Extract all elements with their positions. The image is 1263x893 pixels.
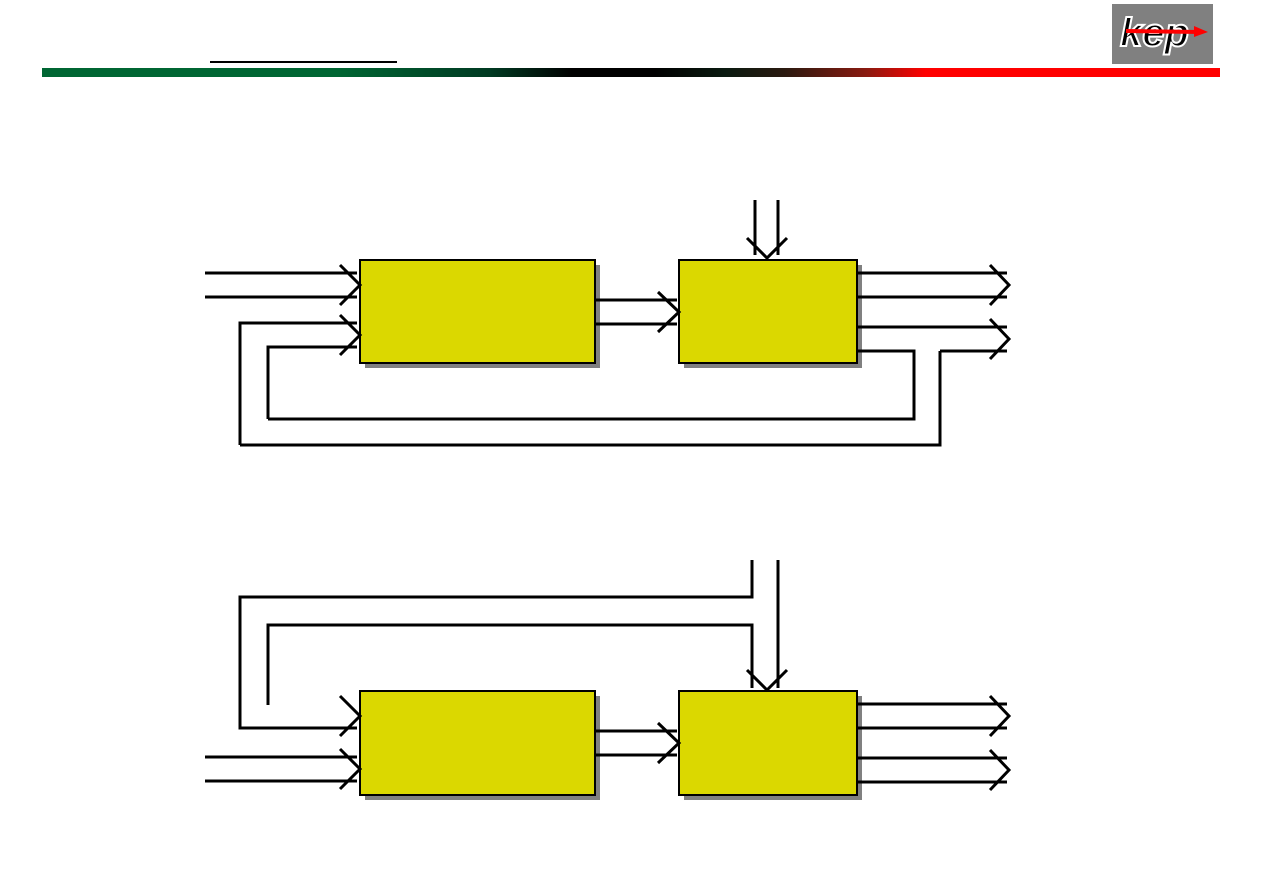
feedback-input-arrow [238, 560, 754, 738]
output-arrow-2 [857, 317, 1012, 361]
output-arrow-2 [857, 748, 1012, 792]
output-arrow-1 [857, 694, 1012, 738]
block-a [359, 259, 596, 364]
kep-logo: kep [1112, 4, 1213, 64]
feedback-input-arrow [238, 313, 363, 445]
output-arrow-1 [857, 263, 1012, 307]
a-to-b-arrow [595, 290, 682, 334]
control-input-arrow [745, 560, 789, 693]
a-to-b-arrow [595, 721, 682, 765]
input-arrow [205, 263, 363, 307]
kep-logo-icon: kep [1119, 10, 1208, 56]
header-gradient-bar [42, 68, 1220, 77]
block-a [359, 690, 596, 796]
diagram-1 [205, 200, 1012, 447]
control-input-arrow [745, 200, 789, 261]
block-b [678, 690, 858, 796]
diagram-2 [205, 560, 1012, 800]
title-underline [210, 61, 397, 63]
input-arrow [205, 747, 363, 791]
feedback-loop [240, 349, 942, 447]
block-b [678, 259, 858, 364]
